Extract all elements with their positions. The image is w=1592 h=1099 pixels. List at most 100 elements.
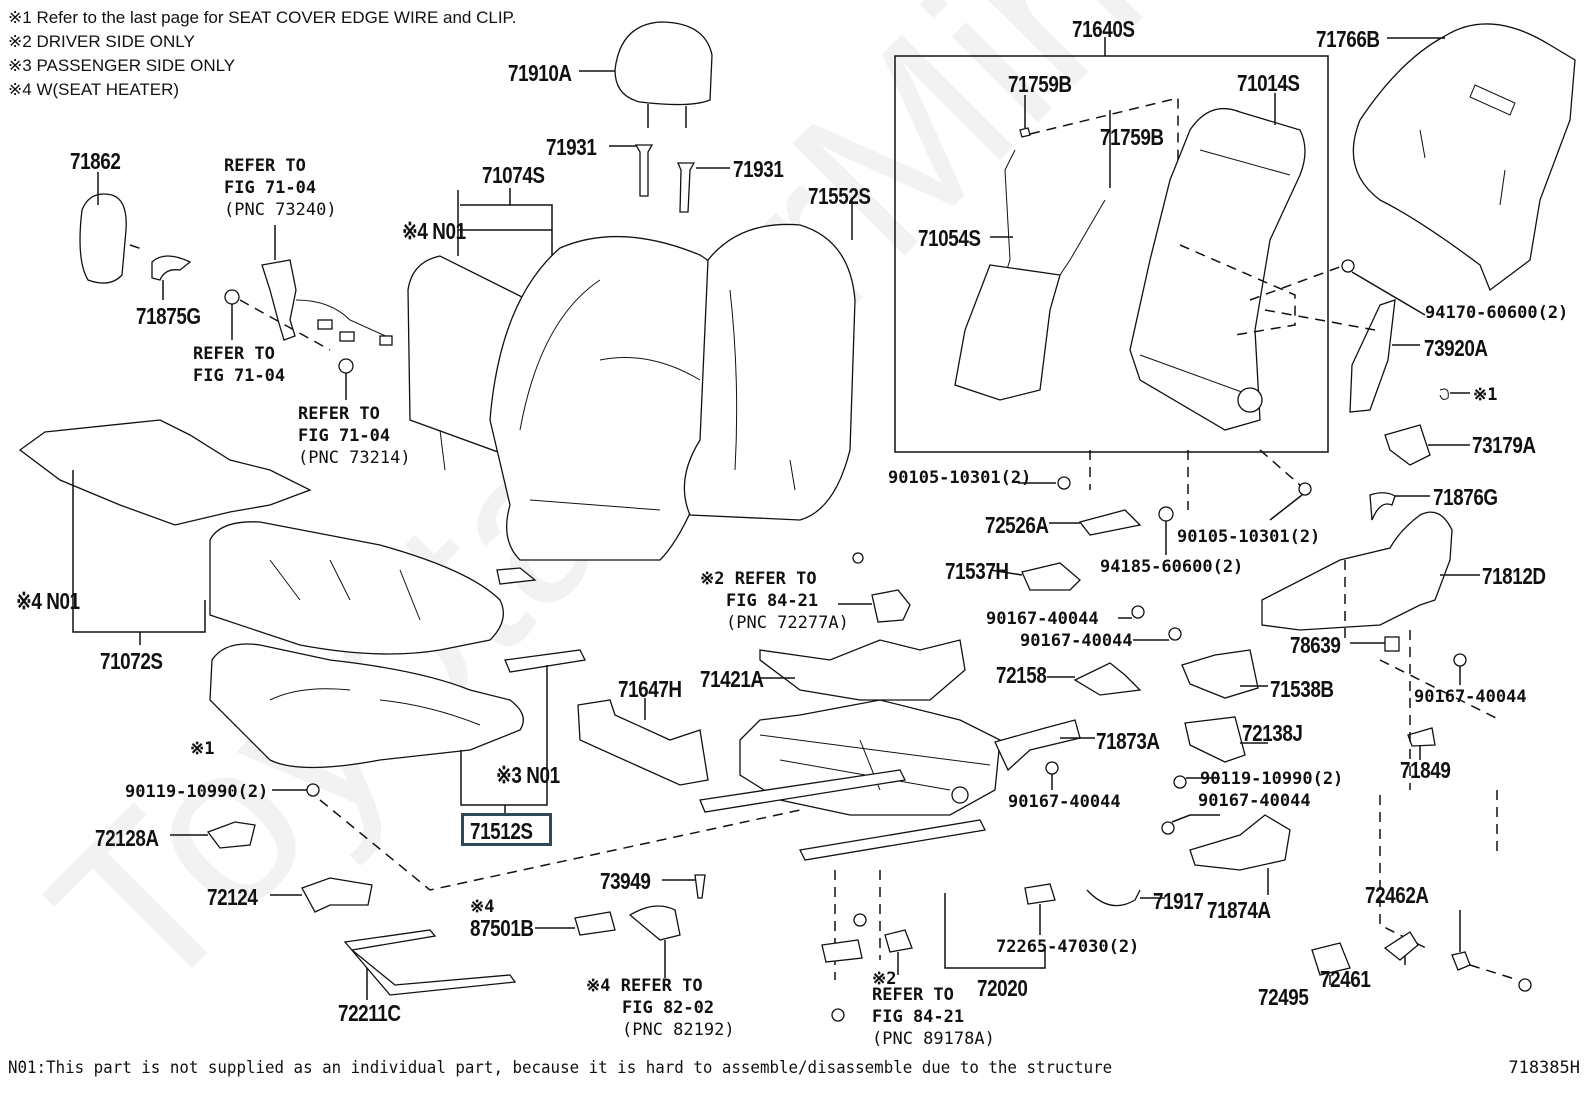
part-label-71849[interactable]: 71849	[1400, 757, 1451, 783]
cover-71873A[interactable]	[994, 719, 1081, 772]
part-label-78639[interactable]: 78639	[1290, 632, 1341, 658]
part-label-71014S[interactable]: 71014S	[1237, 70, 1300, 96]
part-label-90119-10990[interactable]: 90119-10990(2)	[1200, 769, 1344, 789]
note-1: ※1 Refer to the last page for SEAT COVER…	[8, 8, 517, 27]
clip-72265[interactable]	[1024, 883, 1056, 905]
guard-72277A[interactable]	[871, 589, 911, 623]
harness-71917[interactable]	[1086, 889, 1141, 907]
bolt-73949[interactable]	[694, 874, 706, 899]
trim-clip-71876G[interactable]	[1369, 492, 1396, 521]
part-label-71074S[interactable]: 71074S	[482, 162, 545, 188]
shield-71812D[interactable]	[1261, 511, 1453, 631]
part-label-71421A[interactable]: 71421A	[700, 666, 764, 692]
seatback-board[interactable]	[1352, 23, 1576, 292]
cover-73179A[interactable]	[1384, 424, 1431, 466]
part-label-71931[interactable]: 71931	[546, 134, 597, 160]
headrest-part[interactable]	[579, 21, 713, 128]
part-label-90167-40044[interactable]: 90167-40044	[1198, 791, 1311, 811]
seatback-frame-assembly[interactable]	[894, 37, 1346, 453]
figure-id: 718385H	[1508, 1058, 1580, 1078]
part-label-71874A[interactable]: 71874A	[1207, 897, 1271, 923]
bracket-72158[interactable]	[1073, 662, 1142, 696]
part-label-72526A[interactable]: 72526A	[985, 512, 1049, 538]
seat-cushion-pad[interactable]	[209, 643, 586, 813]
part-label-72265-47030[interactable]: 72265-47030(2)	[996, 937, 1140, 957]
pad-71647H[interactable]	[577, 699, 709, 786]
part-label-90105-10301[interactable]: 90105-10301(2)	[1177, 527, 1321, 547]
bracket-72461[interactable]	[1383, 931, 1419, 961]
headrest-guide-parts[interactable]	[609, 144, 730, 213]
part-label-71873A[interactable]: 71873A	[1096, 728, 1160, 754]
part-label-71876G[interactable]: 71876G	[1433, 484, 1498, 510]
part-label-72020[interactable]: 72020	[977, 975, 1028, 1001]
harness-72211C[interactable]	[343, 929, 517, 996]
part-label-71875G[interactable]: 71875G	[136, 303, 201, 329]
seat-belt-buckle[interactable]	[224, 225, 393, 400]
part-label-73920A[interactable]: 73920A	[1424, 335, 1488, 361]
cover-71538B[interactable]	[1181, 649, 1259, 699]
part-label-90105-10301[interactable]: 90105-10301(2)	[888, 468, 1032, 488]
part-label-90119-10990[interactable]: 90119-10990(2)	[125, 782, 269, 802]
part-label-71759B[interactable]: 71759B	[1100, 124, 1164, 150]
part-label-90167-40044[interactable]: 90167-40044	[1008, 792, 1121, 812]
nut-94185[interactable]	[1158, 506, 1174, 522]
seatback-pad[interactable]	[683, 200, 856, 521]
part-label-72211C[interactable]: 72211C	[338, 1000, 401, 1026]
seat-cushion-cover[interactable]	[139, 521, 504, 655]
switch-87501B[interactable]	[574, 911, 616, 936]
cover-72128A[interactable]	[206, 821, 256, 849]
part-label-90167-40044[interactable]: 90167-40044	[986, 609, 1099, 629]
part-label-72124[interactable]: 72124	[207, 884, 258, 910]
seat-track-frame[interactable]	[699, 699, 1001, 861]
airbag-module[interactable]	[1264, 299, 1470, 413]
part-label-72138J[interactable]: 72138J	[1242, 720, 1303, 746]
part-label-72461[interactable]: 72461	[1320, 966, 1371, 992]
cover-72526A[interactable]	[1078, 509, 1142, 536]
seatback-cover[interactable]	[489, 235, 733, 585]
part-label-71910A[interactable]: 71910A	[508, 60, 572, 86]
part-label-71759B[interactable]: 71759B	[1008, 71, 1072, 97]
cover-72124[interactable]	[301, 877, 373, 913]
part-label-71917[interactable]: 71917	[1153, 888, 1204, 914]
cover-71537H[interactable]	[1021, 562, 1081, 591]
part-label-71072S[interactable]: 71072S	[100, 648, 163, 674]
part-label-73179A[interactable]: 73179A	[1472, 432, 1536, 458]
part-label-72158[interactable]: 72158	[996, 662, 1047, 688]
part-label-94170-60600[interactable]: 94170-60600(2)	[1425, 303, 1569, 323]
part-label-71537H[interactable]: 71537H	[945, 558, 1009, 584]
part-label-71766B[interactable]: 71766B	[1316, 26, 1380, 52]
part-label-71538B[interactable]: 71538B	[1270, 676, 1334, 702]
cap-72462A[interactable]	[1451, 951, 1471, 971]
part-label-71931[interactable]: 71931	[733, 156, 784, 182]
cover-71874A[interactable]	[1189, 814, 1291, 871]
part-label-71054S[interactable]: 71054S	[918, 225, 981, 251]
clip-78639[interactable]	[1384, 636, 1400, 652]
cover-71849[interactable]	[1407, 727, 1436, 747]
part-label-90167-40044[interactable]: 90167-40044	[1020, 631, 1133, 651]
part-label-72462A[interactable]: 72462A	[1365, 882, 1429, 908]
side-cover-part[interactable]	[79, 172, 192, 300]
part-label-71640S[interactable]: 71640S	[1072, 16, 1135, 42]
part-label-72128A[interactable]: 72128A	[95, 825, 159, 851]
note-2: ※2 DRIVER SIDE ONLY	[8, 32, 195, 51]
cover-72495[interactable]	[1311, 942, 1351, 976]
part-label-94185-60600[interactable]: 94185-60600(2)	[1100, 557, 1244, 577]
part-label-87501B[interactable]: 87501B	[470, 915, 534, 941]
part-label-72495[interactable]: 72495	[1258, 984, 1309, 1010]
harness-connector[interactable]	[628, 905, 681, 941]
cover-72138J[interactable]	[1184, 716, 1246, 763]
part-label-90167-40044[interactable]: 90167-40044	[1414, 687, 1527, 707]
part-label-73949[interactable]: 73949	[600, 868, 651, 894]
part-label-71812D[interactable]: 71812D	[1482, 563, 1546, 589]
part-label-71647H[interactable]: 71647H	[618, 676, 682, 702]
seat-spring-71421A[interactable]	[759, 639, 966, 701]
part-label-71862[interactable]: 71862	[70, 148, 121, 174]
part-label-71512S-selected[interactable]: 71512S	[470, 818, 533, 844]
part-label-71552S[interactable]: 71552S	[808, 183, 871, 209]
